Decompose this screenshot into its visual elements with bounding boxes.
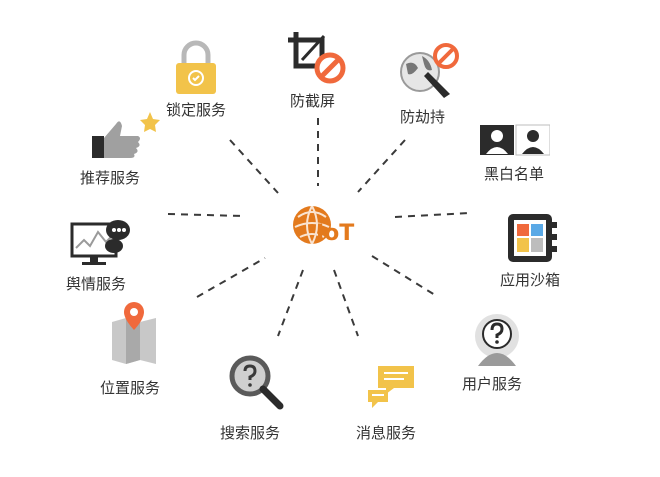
lock-icon xyxy=(176,40,216,94)
node-search-label: 搜索服务 xyxy=(220,425,281,442)
node-blacklist[interactable]: 黑白名单 xyxy=(476,124,556,190)
crop-block-icon xyxy=(288,32,346,84)
sandbox-icon xyxy=(508,214,557,262)
node-screenshot-label: 防截屏 xyxy=(290,93,336,110)
node-location[interactable]: 位置服务 xyxy=(96,300,176,400)
connector-recommend xyxy=(167,213,244,217)
node-search[interactable]: 搜索服务 xyxy=(216,354,296,444)
node-location-label: 位置服务 xyxy=(100,380,161,397)
connector-lock xyxy=(229,139,279,194)
connector-sentiment xyxy=(196,257,266,298)
node-recommend[interactable]: 推荐服务 xyxy=(80,110,160,190)
node-sentiment-label: 舆情服务 xyxy=(66,276,127,293)
node-hijack-label: 防劫持 xyxy=(400,109,446,126)
connector-message xyxy=(333,269,359,337)
connector-sandbox xyxy=(371,255,436,296)
black-white-list-icon xyxy=(480,124,550,156)
user-help-icon xyxy=(475,314,519,366)
center-iot-logo: IoT xyxy=(290,203,360,251)
connector-blacklist xyxy=(394,212,471,218)
node-sentiment[interactable]: 舆情服务 xyxy=(62,218,142,298)
connector-hijack xyxy=(357,139,406,193)
node-message-label: 消息服务 xyxy=(356,425,417,442)
center-label: IoT xyxy=(316,221,355,246)
node-screenshot[interactable]: 防截屏 xyxy=(284,28,356,114)
map-pin-icon xyxy=(112,302,156,364)
node-blacklist-label: 黑白名单 xyxy=(484,166,545,183)
search-icon xyxy=(229,355,284,410)
node-user[interactable]: 用户服务 xyxy=(460,312,540,398)
thumbs-up-star-icon xyxy=(92,112,160,158)
node-message[interactable]: 消息服务 xyxy=(354,364,434,444)
node-sandbox-label: 应用沙箱 xyxy=(500,272,561,289)
globe-icon xyxy=(293,205,331,245)
node-lock-label: 锁定服务 xyxy=(166,102,227,119)
node-user-label: 用户服务 xyxy=(462,376,523,393)
node-hijack[interactable]: 防劫持 xyxy=(396,42,466,128)
node-sandbox[interactable]: 应用沙箱 xyxy=(494,210,574,290)
node-lock[interactable]: 锁定服务 xyxy=(160,38,240,119)
message-icon xyxy=(368,366,414,408)
connector-search xyxy=(277,269,304,337)
hijack-block-icon xyxy=(400,43,459,98)
node-recommend-label: 推荐服务 xyxy=(80,170,141,187)
monitor-chat-icon xyxy=(70,220,130,265)
